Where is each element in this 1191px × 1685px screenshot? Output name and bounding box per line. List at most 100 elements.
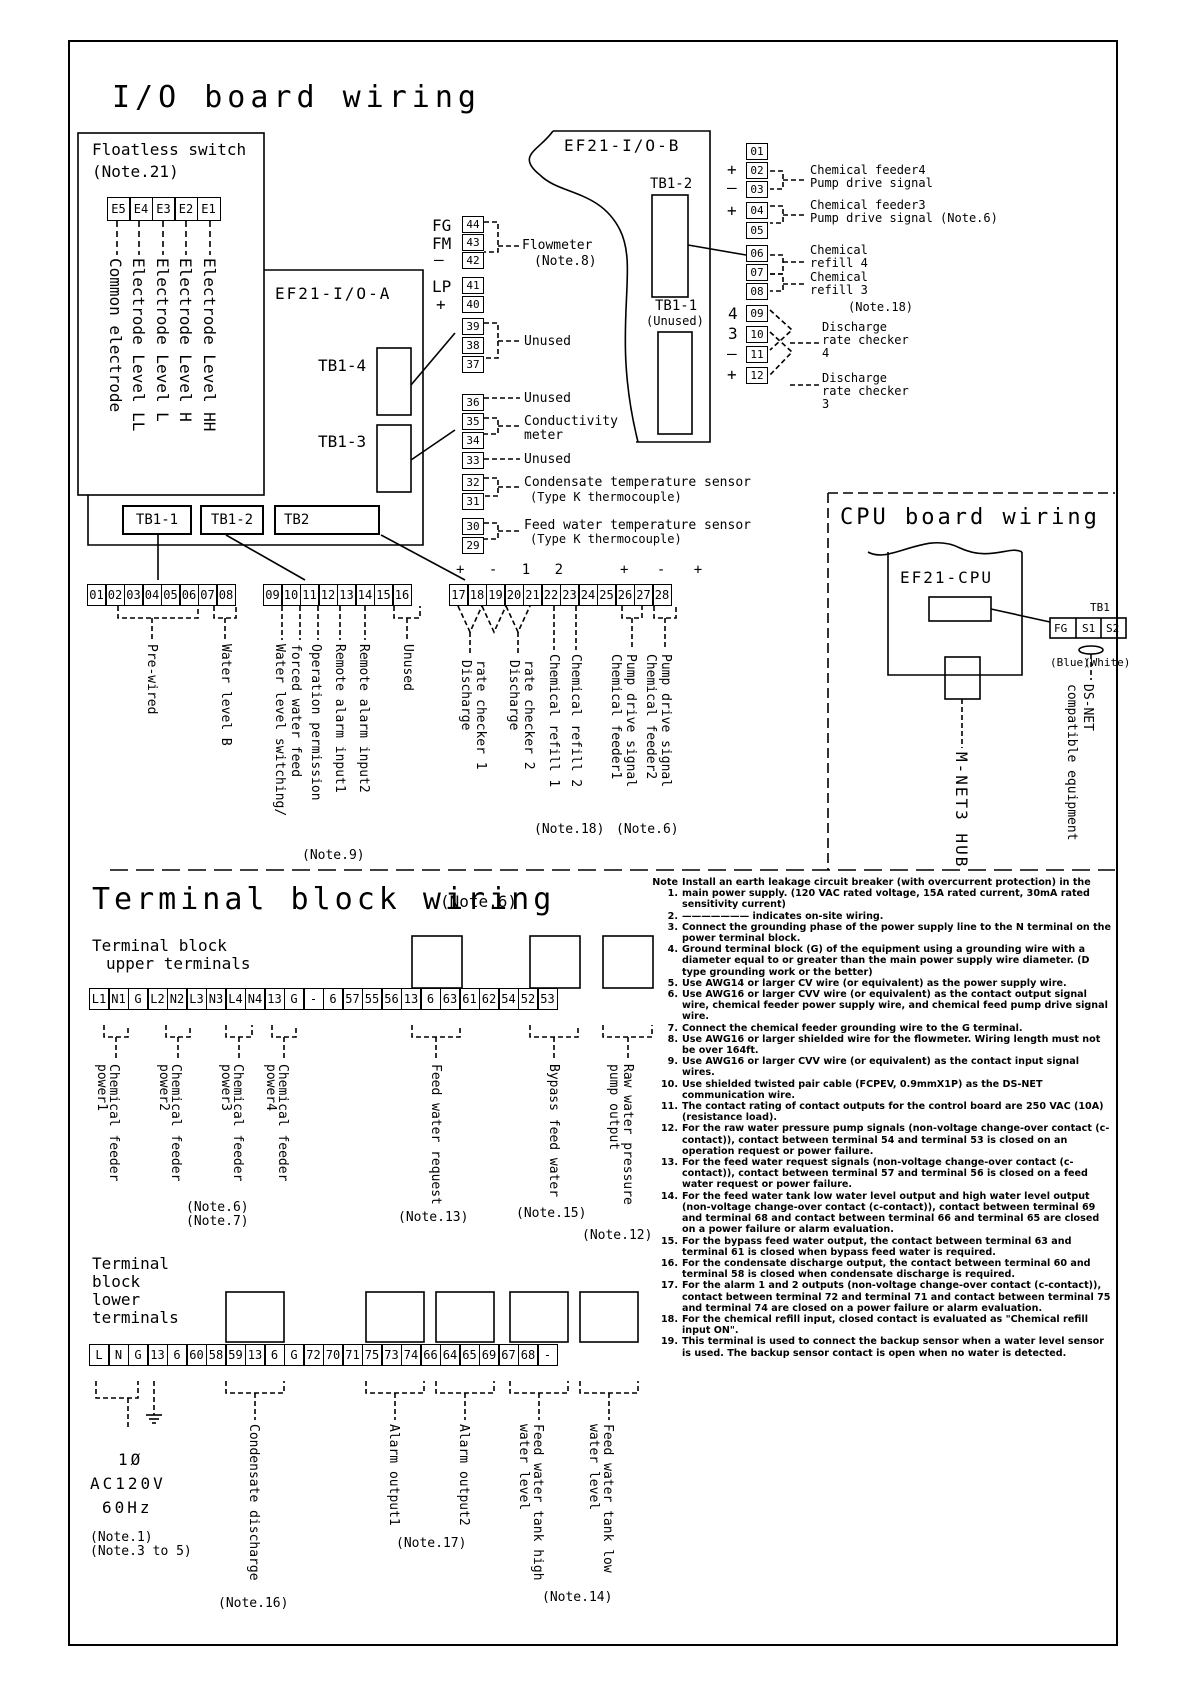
right-n3: 3 [728, 324, 738, 343]
bottom-strip-1: 01 02 03 04 05 06 07 08 [86, 584, 236, 606]
plus-sign: + [727, 201, 737, 220]
l-note1: (Note.1) [90, 1530, 153, 1545]
bterm: 06 [179, 584, 199, 606]
note-text: This terminal is used to connect the bac… [682, 1336, 1104, 1359]
board-a-tb14: TB1-4 [318, 356, 367, 375]
label-cf3-b: Pump drive signal (Note.6) [810, 211, 998, 225]
uterm: N2 [166, 988, 188, 1010]
note-text: For the feed water request signals (non-… [682, 1157, 1088, 1191]
label-r3-b: refill 3 [810, 283, 868, 297]
mid-plus: + [436, 295, 446, 314]
uterm: 53 [537, 988, 558, 1010]
l-note17: (Note.17) [396, 1536, 467, 1551]
lterm: 73 [381, 1344, 402, 1366]
note-text: Use AWG16 or larger CVV wire (or equival… [682, 989, 1108, 1023]
note-key: 2. [667, 910, 678, 922]
note-key: 13. [661, 1157, 678, 1169]
u-rwp-a: Raw water pressure [620, 1064, 635, 1205]
terminal-35: 35 [462, 413, 484, 430]
uterm: 52 [517, 988, 539, 1010]
electrode-common: Common electrode [106, 258, 125, 413]
note-key: 14. [661, 1190, 678, 1202]
l-note14: (Note.14) [542, 1590, 613, 1605]
bterm: 10 [281, 584, 301, 606]
mid-lp: LP [432, 277, 452, 296]
lterm: 6 [166, 1344, 188, 1366]
terminal-40: 40 [462, 296, 484, 313]
note-text: Use shielded twisted pair cable (FCPEV, … [682, 1078, 1043, 1101]
uterm: L1 [88, 988, 110, 1010]
marker: 1 [521, 562, 539, 578]
terminal-30: 30 [462, 518, 484, 535]
lterm: 71 [342, 1344, 363, 1366]
note-item: 4.Ground terminal block (G) of the equip… [652, 944, 1114, 978]
l-volt: AC120V [90, 1474, 166, 1493]
uterm: 54 [498, 988, 519, 1010]
note-item: 8.Use AWG16 or larger shielded wire for … [652, 1034, 1114, 1056]
right-n4: 4 [728, 304, 738, 323]
bterm: 02 [105, 584, 125, 606]
bterm: 09 [262, 584, 283, 606]
board-b-name: EF21-I/O-B [564, 136, 681, 155]
label-feed-temp-a: Feed water temperature sensor [524, 518, 751, 533]
u-cf3-b: power3 [218, 1064, 233, 1111]
terminal-e5: E5 [106, 197, 131, 221]
bottom-strip-3: 17 18 19 20 21 22 23 24 25 26 27 28 [448, 584, 672, 606]
terminal-e4: E4 [129, 197, 153, 221]
label-note18: (Note.18) [534, 822, 605, 837]
label-d4-b: rate checker [822, 333, 909, 347]
lterm: L [88, 1344, 110, 1366]
bterm: 04 [142, 584, 162, 606]
terminal-r06: 06 [746, 245, 768, 262]
bterm: 12 [318, 584, 338, 606]
note-item: 7.Connect the chemical feeder grounding … [652, 1023, 1114, 1034]
bottom-strip-2: 09 10 11 12 13 14 15 16 [262, 584, 412, 606]
label-unused-3: Unused [524, 452, 571, 467]
l-hz: 60Hz [102, 1498, 153, 1517]
u-note12: (Note.12) [582, 1228, 653, 1243]
label-cf3-a: Chemical feeder3 [810, 198, 926, 212]
terminal-39: 39 [462, 318, 484, 335]
uterm: 56 [381, 988, 402, 1010]
label-wls-b: forced water feed [288, 644, 303, 778]
uterm: 13 [264, 988, 285, 1010]
terminal-32: 32 [462, 474, 484, 491]
plus-sign: + [727, 365, 737, 384]
u-note13: (Note.13) [398, 1210, 469, 1225]
cpu-blue: (Blue) [1050, 656, 1090, 669]
cpu-board-name: EF21-CPU [900, 568, 994, 587]
bterm: 22 [541, 584, 561, 606]
bterm: 25 [596, 584, 617, 606]
note-key: 4. [667, 944, 678, 956]
lterm: 74 [400, 1344, 422, 1366]
label-unused-1: Unused [524, 334, 571, 349]
label-cond-meter-b: meter [524, 428, 564, 443]
io-board-title: I/O board wiring [112, 80, 481, 115]
board-a-name: EF21-I/O-A [275, 284, 392, 303]
lower-title-a: Terminal [92, 1254, 170, 1273]
board-a-tb12: TB1-2 [200, 505, 264, 535]
label-feed-temp-b: (Type K thermocouple) [530, 532, 682, 546]
u-note6: (Note.6) [186, 1200, 249, 1215]
lterm: 13 [244, 1344, 266, 1366]
cpu-term-s2: S2 [1106, 622, 1120, 635]
board-a-tb11: TB1-1 [122, 505, 192, 535]
uterm: N4 [244, 988, 266, 1010]
lterm: 6 [264, 1344, 285, 1366]
note-key: Note 1. [652, 877, 678, 900]
note-text: For the feed water tank low water level … [682, 1190, 1100, 1236]
label-cond-meter-a: Conductivity [524, 414, 618, 429]
terminal-r01: 01 [746, 143, 768, 160]
uterm: 61 [459, 988, 480, 1010]
note-key: 18. [661, 1313, 678, 1325]
board-b-tb12: TB1-2 [650, 176, 693, 192]
upper-title-b: upper terminals [106, 954, 251, 973]
label-r4-a: Chemical [810, 243, 868, 257]
u-cf4-b: power4 [263, 1064, 278, 1111]
note-item: 14. For the feed water tank low water lev… [652, 1191, 1114, 1236]
l-ao2: Alarm output2 [456, 1424, 471, 1526]
bterm: 24 [578, 584, 598, 606]
l-note35: (Note.3 to 5) [90, 1544, 192, 1559]
lterm: - [537, 1344, 558, 1366]
